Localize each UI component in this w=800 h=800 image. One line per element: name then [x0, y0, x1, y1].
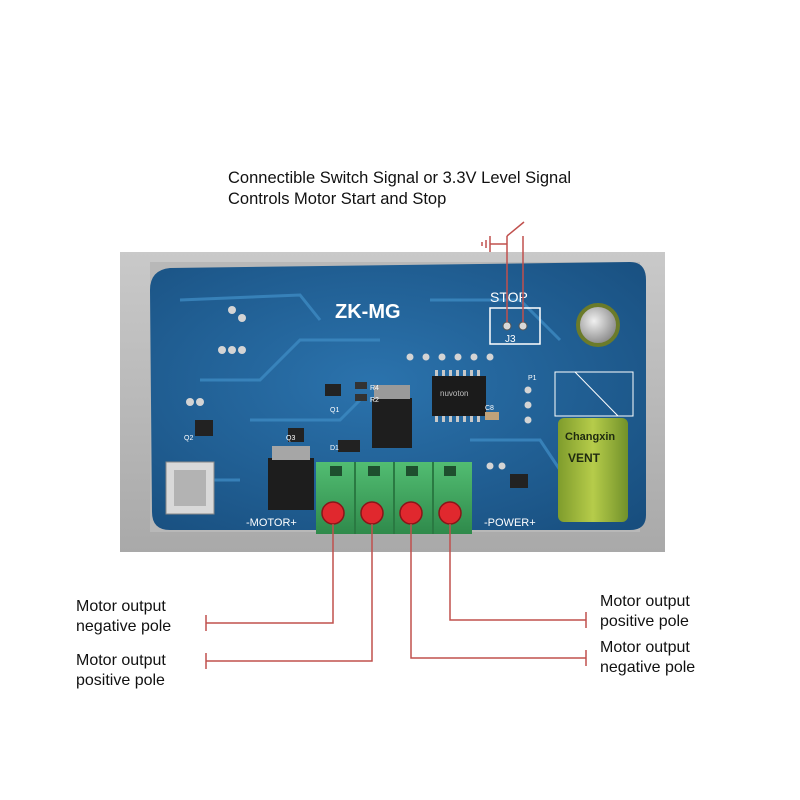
label-left-positive-line-1: Motor output: [76, 652, 166, 669]
leader-terminal-2: [206, 524, 373, 662]
stop-label: STOP: [490, 289, 528, 305]
motor-silk-label: -MOTOR+: [246, 517, 297, 529]
label-right-positive-line-2: positive pole: [600, 613, 689, 630]
silk-labels: R4 R2 Q1 Q2 Q3 D1 C8 P1: [184, 375, 537, 452]
terminal-screw-3[interactable]: [399, 501, 423, 525]
top-caption: Connectible Switch Signal or 3.3V Level …: [228, 168, 571, 210]
label-right-positive: Motor output positive pole: [600, 592, 690, 632]
silk-q1: Q1: [330, 407, 339, 414]
caption-line-2: Controls Motor Start and Stop: [228, 190, 447, 208]
leader-lines: [205, 524, 587, 669]
j3-outline: [489, 307, 541, 345]
label-left-positive: Motor output positive pole: [76, 651, 166, 691]
terminal-screw-4[interactable]: [438, 501, 462, 525]
regulator: [372, 398, 412, 448]
label-left-negative-line-1: Motor output: [76, 598, 166, 615]
caption-line-1: Connectible Switch Signal or 3.3V Level …: [228, 169, 572, 187]
label-right-negative: Motor output negative pole: [600, 638, 695, 678]
label-right-positive-line-1: Motor output: [600, 593, 690, 610]
silk-r4: R4: [370, 385, 379, 392]
silk-q2: Q2: [184, 435, 193, 442]
j3-pin-1: [502, 321, 512, 331]
label-left-negative: Motor output negative pole: [76, 597, 171, 637]
mcu-chip: [432, 376, 486, 416]
j3-label: J3: [505, 334, 516, 345]
label-right-negative-line-1: Motor output: [600, 639, 690, 656]
silk-r2: R2: [370, 397, 379, 404]
power-silk-label: -POWER+: [484, 517, 536, 529]
terminal-screw-1[interactable]: [321, 501, 345, 525]
leader-terminal-3: [410, 524, 586, 659]
switch-symbol: [481, 221, 525, 322]
power-outline: [554, 371, 634, 417]
header-pins: [186, 306, 532, 470]
power-outline-hatch: [574, 371, 619, 417]
label-left-positive-line-2: positive pole: [76, 672, 165, 689]
left-power-part-body: [174, 470, 206, 506]
leader-terminal-4: [449, 524, 586, 621]
terminal-screw-2[interactable]: [360, 501, 384, 525]
leader-terminal-1: [206, 524, 334, 624]
capacitor-brand: Changxin: [565, 431, 615, 443]
capacitor-body: [558, 418, 628, 522]
silk-p1: P1: [528, 375, 537, 382]
motor-mosfet: [268, 458, 314, 510]
capacitor-vent: VENT: [568, 451, 601, 465]
j3-pin-2: [518, 321, 528, 331]
label-right-negative-line-2: negative pole: [600, 659, 696, 676]
capacitor-top: [576, 303, 620, 347]
silk-d1: D1: [330, 445, 339, 452]
silk-c8: C8: [485, 405, 494, 412]
label-left-negative-line-2: negative pole: [76, 618, 172, 635]
regulator-tab: [374, 385, 410, 399]
smd-parts: [195, 382, 528, 488]
model-label: ZK-MG: [335, 301, 401, 323]
silk-q3: Q3: [286, 435, 295, 442]
motor-mosfet-tab: [272, 446, 310, 460]
terminal-top-slots: [330, 466, 456, 476]
chip-brand: nuvoton: [440, 389, 468, 398]
chip-leads: [435, 370, 480, 422]
